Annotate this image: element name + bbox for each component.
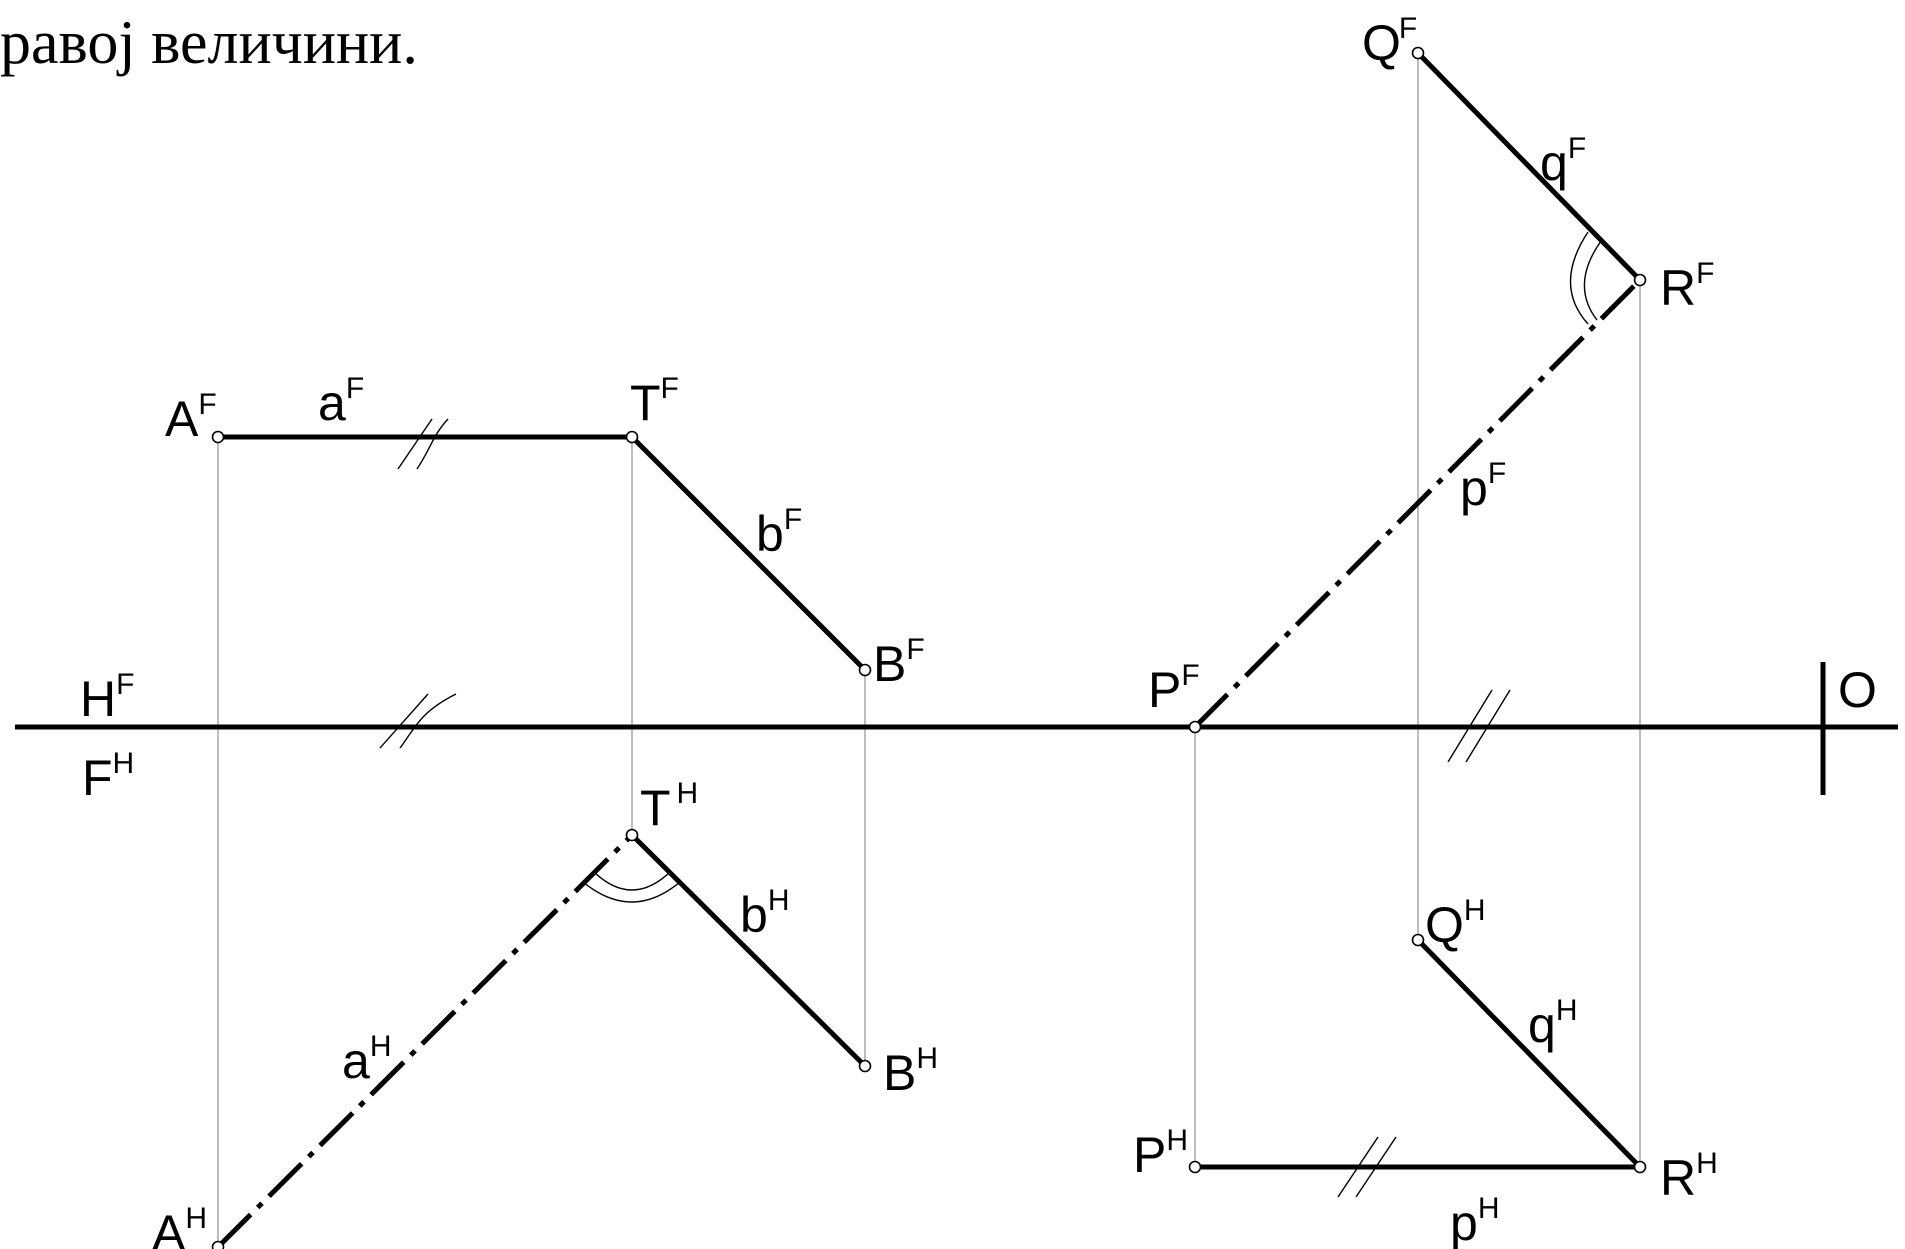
label-PH: PH [1133,1124,1188,1183]
label-qH: qH [1528,994,1577,1053]
point-TF [625,430,639,444]
label-pF: pF [1460,457,1506,516]
line-qH [1415,937,1643,1170]
label-BF: BF [873,633,925,692]
point-AH [211,1240,225,1249]
point-RF [1633,273,1647,287]
parallel-mark-aF [397,418,449,470]
line-qF [1415,50,1643,283]
point-TH [625,828,639,842]
label-BH: BH [883,1042,938,1101]
label-QF: QF [1362,12,1417,71]
label-bH: bH [740,884,789,943]
line-aH [216,833,634,1249]
point-BH [858,1059,872,1073]
parallel-mark-axis-right [1447,689,1511,763]
point-PH [1188,1160,1202,1174]
projection-lines [217,53,1641,1247]
point-PF [1188,720,1202,734]
label-aF: aF [318,372,364,431]
point-BF [858,663,872,677]
parallel-mark-axis-left [379,693,457,749]
point-AF [211,430,225,444]
label-O: O [1838,662,1877,718]
parallel-mark-pH [1337,1136,1397,1198]
point-QH [1411,933,1425,947]
heading-text: равој величини. [0,9,418,77]
line-bH [629,832,868,1069]
label-HF: HF [80,668,134,727]
label-FH: FH [82,747,134,806]
label-RH: RH [1660,1147,1718,1206]
label-AH: AH [152,1202,207,1249]
label-RF: RF [1660,257,1714,316]
label-PF: PF [1148,659,1200,718]
point-QF [1411,46,1425,60]
angle-arc-RF [1569,231,1602,325]
label-aH: aH [342,1030,391,1089]
label-pH: pH [1450,1192,1499,1249]
label-qF: qF [1540,132,1586,191]
label-TF: TF [630,372,679,431]
line-bF [629,434,868,673]
angle-arc-TH [582,871,681,903]
label-AF: AF [165,388,217,447]
label-QH: QH [1425,894,1486,953]
line-pF [1193,278,1642,729]
label-bF: bF [756,503,802,562]
point-RH [1633,1160,1647,1174]
